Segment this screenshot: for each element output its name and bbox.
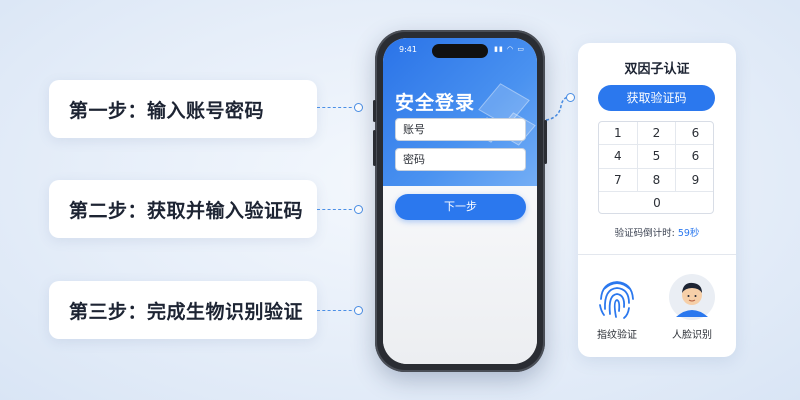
connector-dot-2 [354, 205, 363, 214]
two-factor-panel: 双因子认证 获取验证码 1 2 6 4 5 6 7 8 9 0 验证码倒计时: … [578, 43, 736, 357]
phone-side-button [373, 100, 376, 122]
face-avatar-icon[interactable] [668, 273, 716, 321]
dynamic-island [432, 44, 488, 58]
keypad-key[interactable]: 2 [637, 122, 677, 146]
phone-mockup: 9:41 ▮▮ ◠ ▭ 安全登录 账号 密码 下一步 [373, 30, 547, 372]
password-input[interactable]: 密码 [395, 148, 526, 171]
keypad-key[interactable]: 8 [637, 168, 677, 192]
step-card-2: 第二步：获取并输入验证码 [49, 180, 317, 238]
keypad: 1 2 6 4 5 6 7 8 9 0 [598, 121, 714, 214]
countdown-value: 59秒 [677, 228, 700, 239]
phone-side-button [373, 130, 376, 166]
get-code-button[interactable]: 获取验证码 [598, 85, 715, 111]
fingerprint-icon[interactable] [596, 275, 638, 321]
account-input[interactable]: 账号 [395, 118, 526, 141]
keypad-key[interactable]: 0 [653, 195, 661, 210]
panel-connector-dot [566, 93, 575, 102]
fingerprint-label: 指纹验证 [597, 330, 637, 341]
keypad-key[interactable]: 6 [676, 145, 713, 169]
keypad-key[interactable]: 1 [599, 122, 638, 146]
keypad-key[interactable]: 4 [599, 145, 638, 169]
phone-side-button [544, 120, 547, 164]
countdown: 验证码倒计时: 59秒 [578, 225, 736, 239]
connector-dot-1 [354, 103, 363, 112]
status-icons: ▮▮ ◠ ▭ [494, 45, 525, 53]
connector-line-1 [317, 107, 357, 108]
connector-dot-3 [354, 306, 363, 315]
panel-divider [578, 254, 736, 255]
countdown-label: 验证码倒计时: [614, 228, 678, 239]
connector-line-3 [317, 310, 357, 311]
keypad-key[interactable]: 7 [599, 168, 638, 192]
status-time: 9:41 [399, 45, 417, 54]
phone-screen: 9:41 ▮▮ ◠ ▭ 安全登录 账号 密码 下一步 [383, 38, 537, 364]
login-title: 安全登录 [395, 92, 476, 114]
keypad-key[interactable]: 6 [676, 122, 713, 146]
connector-line-2 [317, 209, 357, 210]
keypad-key[interactable]: 5 [637, 145, 677, 169]
keypad-key[interactable]: 9 [676, 169, 713, 192]
step-card-1: 第一步：输入账号密码 [49, 80, 317, 138]
two-factor-title: 双因子认证 [624, 62, 690, 77]
next-step-button[interactable]: 下一步 [395, 194, 526, 220]
step-card-3: 第三步：完成生物识别验证 [49, 281, 317, 339]
face-recognition-label: 人脸识别 [672, 330, 712, 341]
